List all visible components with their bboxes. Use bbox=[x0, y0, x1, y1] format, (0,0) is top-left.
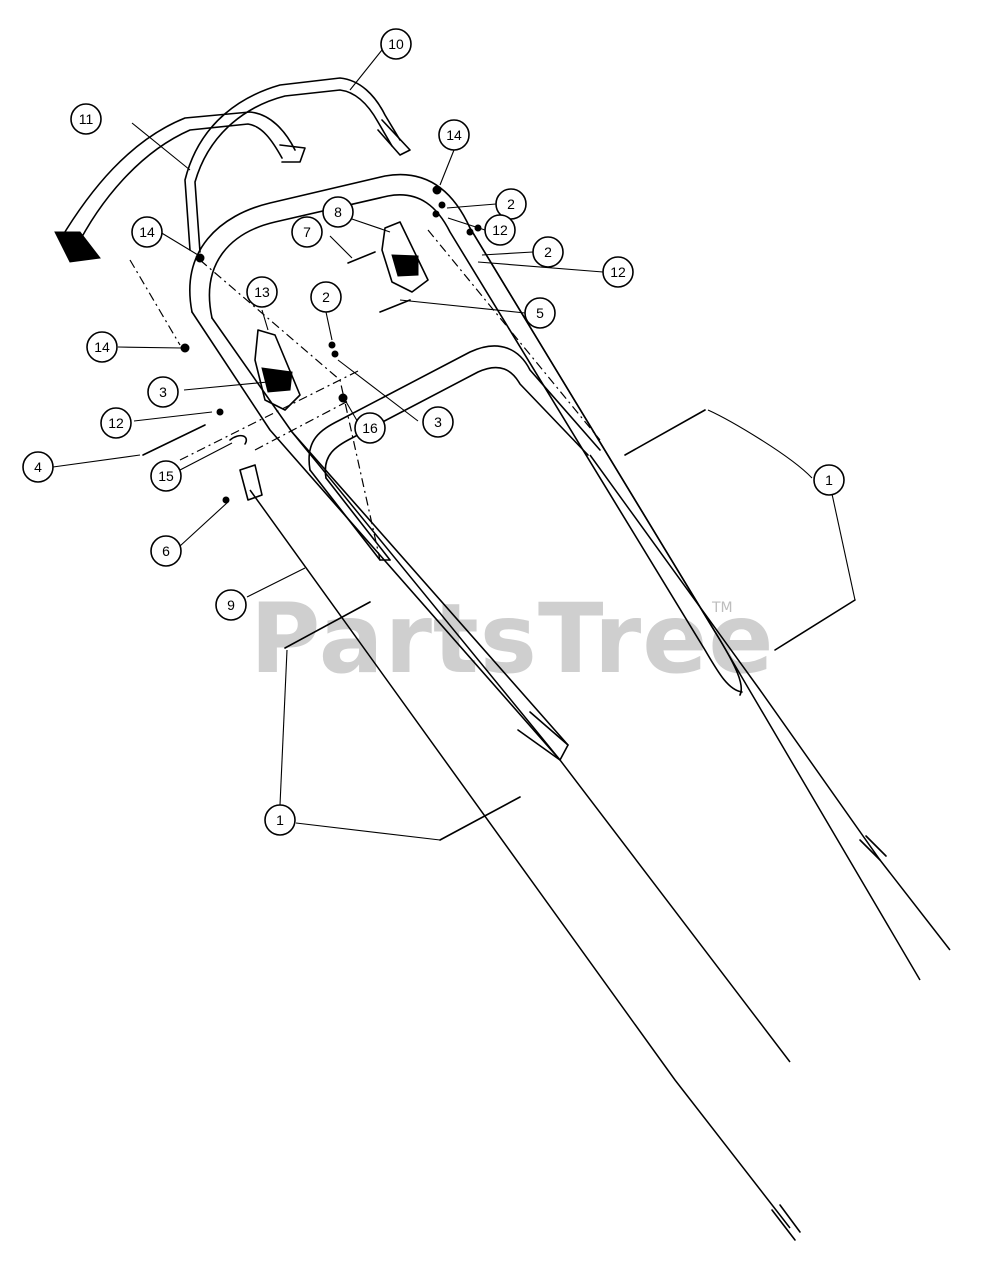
svg-text:2: 2 bbox=[507, 196, 515, 212]
svg-text:15: 15 bbox=[158, 468, 174, 484]
callout-7: 7 bbox=[291, 216, 323, 248]
callout-14-top-left: 14 bbox=[131, 216, 163, 248]
svg-text:6: 6 bbox=[162, 543, 170, 559]
callout-14-left: 14 bbox=[86, 331, 118, 363]
svg-text:3: 3 bbox=[434, 414, 442, 430]
leader-lines bbox=[52, 49, 856, 841]
svg-text:2: 2 bbox=[322, 289, 330, 305]
callout-9: 9 bbox=[215, 589, 247, 621]
callout-2-right: 2 bbox=[532, 236, 564, 268]
callout-5: 5 bbox=[524, 297, 556, 329]
callout-6: 6 bbox=[150, 535, 182, 567]
bail-10 bbox=[184, 77, 401, 251]
svg-text:12: 12 bbox=[610, 264, 626, 280]
svg-text:13: 13 bbox=[254, 284, 270, 300]
callout-3-left: 3 bbox=[147, 376, 179, 408]
callout-4: 4 bbox=[22, 451, 54, 483]
watermark-trademark: TM bbox=[711, 600, 733, 616]
control-cable-right bbox=[469, 227, 921, 981]
control-cable-9 bbox=[249, 489, 791, 1229]
svg-text:12: 12 bbox=[108, 415, 124, 431]
callout-15: 15 bbox=[150, 460, 182, 492]
svg-text:14: 14 bbox=[446, 127, 462, 143]
svg-text:8: 8 bbox=[334, 204, 342, 220]
callout-16: 16 bbox=[354, 412, 386, 444]
watermark: PartsTree bbox=[250, 583, 774, 695]
bracket-6 bbox=[239, 464, 263, 501]
callout-1-right: 1 bbox=[813, 464, 845, 496]
bracket-13 bbox=[254, 329, 301, 411]
control-cable-long bbox=[291, 431, 791, 1063]
callout-2-mid: 2 bbox=[310, 281, 342, 313]
callout-14-top-right: 14 bbox=[438, 119, 470, 151]
svg-text:10: 10 bbox=[388, 36, 404, 52]
callout-12-right: 12 bbox=[602, 256, 634, 288]
callout-12-left: 12 bbox=[100, 407, 132, 439]
svg-text:11: 11 bbox=[79, 111, 94, 127]
hardware bbox=[142, 185, 856, 841]
callout-3-right: 3 bbox=[422, 406, 454, 438]
callout-12-top: 12 bbox=[484, 214, 516, 246]
svg-text:4: 4 bbox=[34, 459, 42, 475]
callout-1-bottom: 1 bbox=[264, 804, 296, 836]
svg-text:2: 2 bbox=[544, 244, 552, 260]
svg-text:5: 5 bbox=[536, 305, 544, 321]
bail-11 bbox=[59, 111, 296, 241]
callout-8: 8 bbox=[322, 196, 354, 228]
svg-text:14: 14 bbox=[94, 339, 110, 355]
svg-text:3: 3 bbox=[159, 384, 167, 400]
svg-text:1: 1 bbox=[276, 812, 284, 828]
callout-13: 13 bbox=[246, 276, 278, 308]
svg-text:9: 9 bbox=[227, 597, 235, 613]
lower-handle bbox=[308, 345, 601, 561]
svg-text:14: 14 bbox=[139, 224, 155, 240]
svg-text:1: 1 bbox=[825, 472, 833, 488]
drive-cable-right bbox=[589, 454, 951, 951]
svg-text:12: 12 bbox=[492, 222, 508, 238]
svg-text:7: 7 bbox=[303, 224, 311, 240]
bracket-8 bbox=[381, 221, 429, 293]
callout-11: 11 bbox=[70, 103, 102, 135]
svg-text:16: 16 bbox=[362, 420, 378, 436]
callout-10: 10 bbox=[380, 28, 412, 60]
